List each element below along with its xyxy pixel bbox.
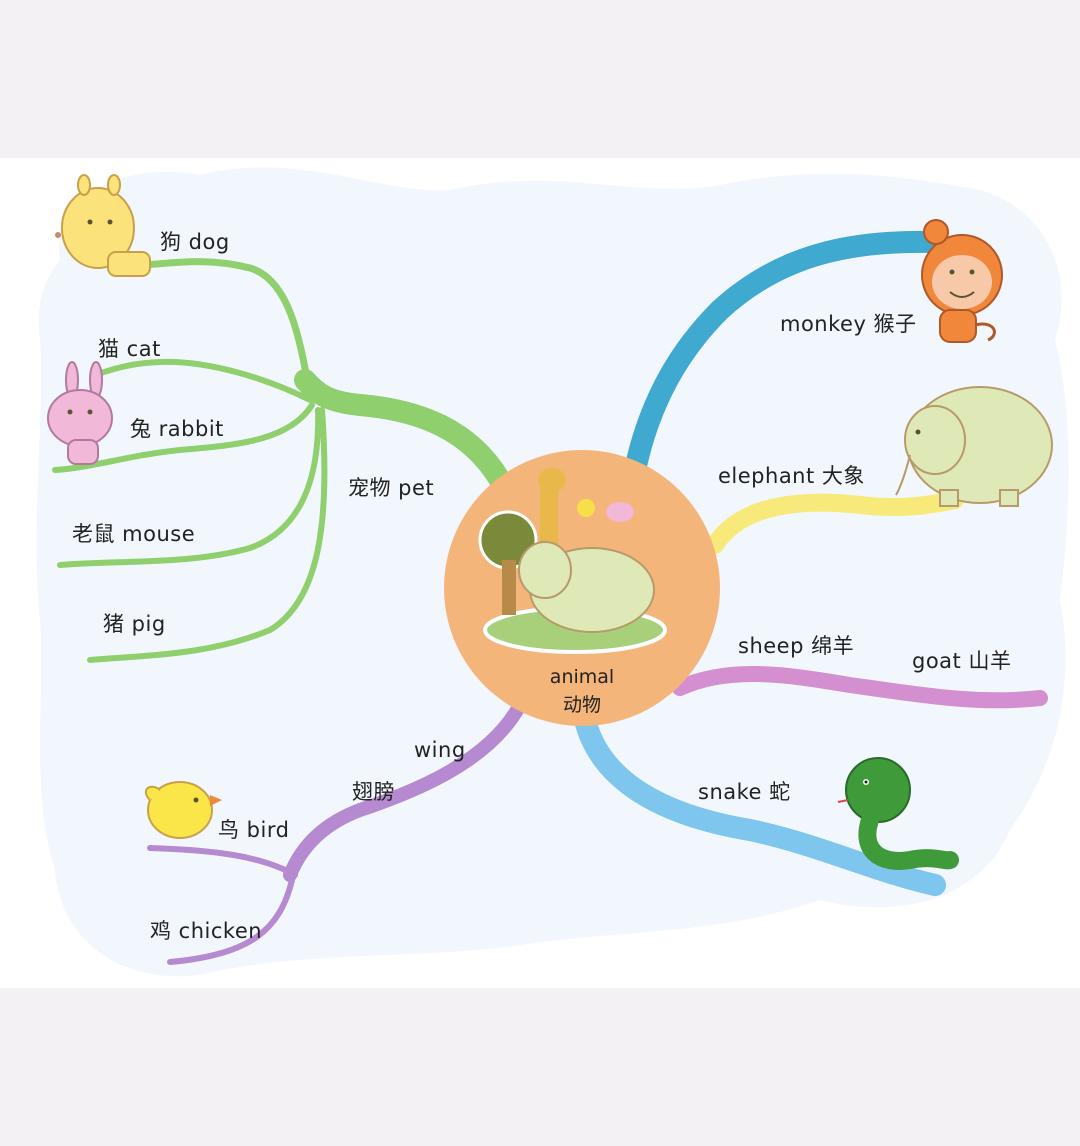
pig-label: 猪 pig [103, 612, 166, 636]
dog-branch [141, 258, 314, 399]
pet-main-branch [294, 369, 511, 491]
center-label-zh: 动物 [562, 694, 601, 716]
cat-label: 猫 cat [98, 337, 161, 361]
goat-label: goat 山羊 [912, 649, 1012, 673]
chicken-label: 鸡 chicken [150, 919, 263, 943]
mouse-branch [57, 407, 322, 568]
pig-branch [87, 407, 328, 663]
pet-label: 宠物 pet [348, 476, 435, 500]
chicken-branch [167, 877, 295, 965]
bird-icon [144, 781, 222, 839]
monkey-icon [921, 219, 1003, 343]
sheep-branch [672, 666, 1048, 709]
elephant-label: elephant 大象 [718, 464, 865, 488]
elephant-branch [706, 491, 964, 554]
rabbit-branch [52, 402, 315, 473]
sheep-label: sheep 绵羊 [738, 634, 855, 658]
dog-label: 狗 dog [160, 230, 230, 254]
cat-branch [92, 358, 313, 403]
snake-label: snake 蛇 [698, 780, 791, 804]
wing-label-zh: 翅膀 [352, 780, 395, 804]
dog-icon [55, 174, 151, 277]
wing-label-en: wing [414, 738, 466, 762]
mind-map-canvas [36, 167, 1069, 977]
wing-branch [147, 698, 527, 965]
monkey-branch [624, 230, 946, 481]
bird-label: 鸟 bird [218, 818, 290, 842]
rabbit-icon [47, 361, 113, 465]
rabbit-label: 兔 rabbit [130, 417, 224, 441]
center-label-en: animal [549, 666, 615, 688]
elephant-icon [895, 386, 1053, 507]
pet-branch [52, 258, 511, 663]
snake-icon [837, 757, 959, 870]
bird-branch [147, 845, 298, 878]
center-illustration-icon [478, 468, 667, 654]
wing-main-branch [283, 698, 527, 882]
monkey-label: monkey 猴子 [780, 312, 917, 336]
snake-branch [574, 709, 946, 896]
mouse-label: 老鼠 mouse [72, 522, 196, 546]
mind-map-card: 狗 dog 猫 cat 兔 rabbit 老鼠 mouse 猪 pig 宠物 p… [0, 158, 1080, 988]
